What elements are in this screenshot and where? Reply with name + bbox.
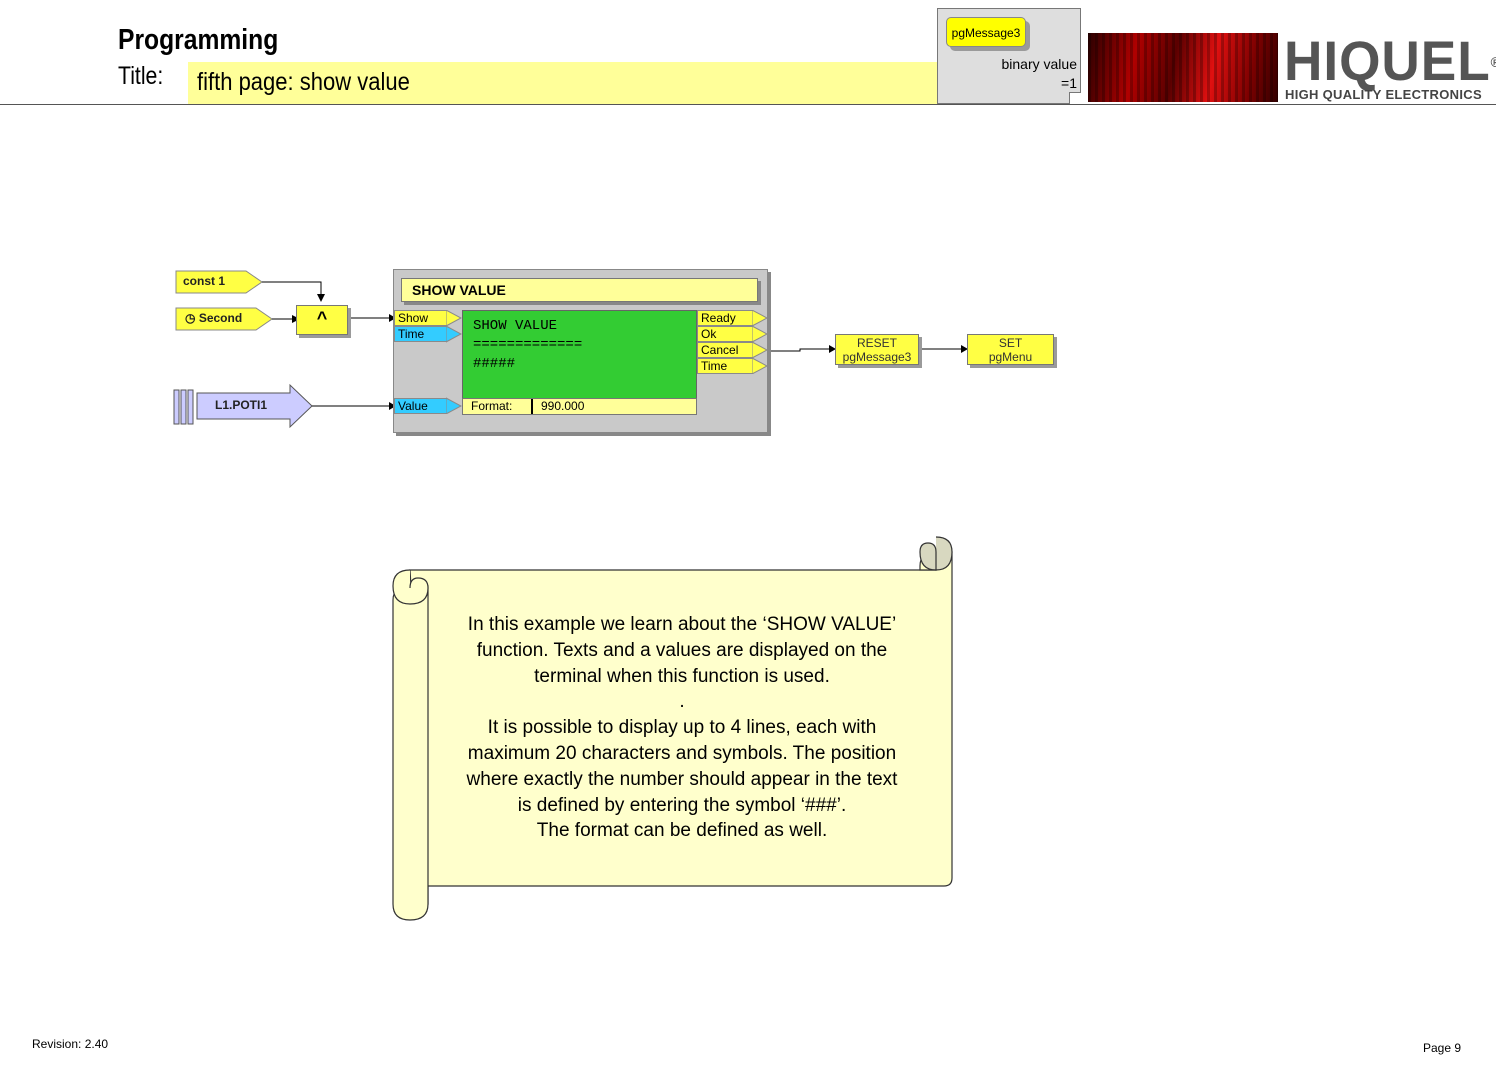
logo-wordmark: HIQUEL® — [1284, 28, 1496, 93]
page-title: fifth page: show value — [197, 68, 410, 96]
arrow-const-and — [317, 294, 325, 302]
output-time[interactable]: Time — [697, 358, 753, 374]
revision-label: Revision: 2.40 — [32, 1037, 109, 1051]
output-ok[interactable]: Ok — [697, 326, 753, 342]
format-label: Format: — [471, 399, 513, 413]
logo-name: HIQUEL — [1284, 29, 1491, 92]
description-note: In this example we learn about the ‘SHOW… — [432, 612, 932, 844]
binary-value-line2: =1 — [1061, 75, 1077, 91]
page-number: Page 9 — [1423, 1041, 1462, 1055]
block-title: SHOW VALUE — [401, 278, 758, 302]
input-value[interactable]: Value — [394, 398, 447, 414]
section-heading: Programming — [118, 24, 279, 56]
registered-mark: ® — [1491, 54, 1496, 70]
title-label: Title: — [118, 62, 164, 90]
input-show[interactable]: Show — [394, 310, 447, 326]
arrow-and-show — [389, 314, 396, 322]
const-tag-shape — [175, 270, 263, 294]
second-input[interactable]: ◷ Second — [185, 311, 242, 325]
output-pin-tips — [752, 310, 768, 374]
note-line: is defined by entering the symbol ‘###’. — [517, 794, 847, 816]
note-line: In this example we learn about the ‘SHOW… — [467, 614, 897, 635]
clock-icon: ◷ — [185, 311, 196, 325]
note-line: It is possible to display up to 4 lines,… — [487, 717, 877, 739]
format-row[interactable]: Format: 990.000 — [462, 398, 697, 415]
scroll-shape — [392, 536, 953, 921]
format-value: 990.000 — [541, 399, 585, 413]
const-1-label[interactable]: const 1 — [183, 274, 226, 288]
reset-target: pgMessage3 — [842, 350, 912, 364]
set-label: SET — [998, 336, 1023, 350]
arrow-out-reset — [829, 345, 836, 353]
reset-pgmessage3-block[interactable]: RESET pgMessage3 — [835, 334, 919, 365]
poti-bar-1 — [173, 389, 180, 425]
reset-label: RESET — [856, 336, 897, 350]
poti-label[interactable]: L1.POTI1 — [215, 398, 268, 412]
logo-tagline: HIGH QUALITY ELECTRONICS — [1285, 87, 1482, 102]
set-pgmenu-block[interactable]: SET pgMenu — [967, 334, 1054, 365]
title-bar[interactable] — [188, 62, 938, 104]
format-divider — [531, 399, 533, 414]
note-line: where exactly the number should appear i… — [466, 768, 898, 790]
wire-const-and — [262, 281, 322, 298]
output-ready[interactable]: Ready — [697, 310, 753, 326]
arrow-reset-set — [961, 345, 968, 353]
display-preview[interactable]: SHOW VALUE ============= ##### — [462, 310, 697, 400]
note-fold-corner — [1069, 92, 1081, 104]
logo-image — [1088, 33, 1278, 102]
pgmessage3-chip[interactable]: pgMessage3 — [946, 17, 1026, 47]
header-divider — [0, 104, 1496, 105]
second-tag-shape — [175, 307, 273, 331]
input-time[interactable]: Time — [394, 326, 447, 342]
second-label: Second — [198, 311, 243, 325]
note-line: maximum 20 characters and symbols. The p… — [467, 742, 897, 764]
note-line: function. Texts and a values are display… — [476, 639, 888, 661]
note-line: . — [679, 691, 685, 713]
output-cancel[interactable]: Cancel — [697, 342, 753, 358]
arrow-poti-value — [389, 402, 396, 410]
note-line: terminal when this function is used. — [534, 665, 830, 687]
poti-bar-2 — [180, 389, 187, 425]
note-line: The format can be defined as well. — [536, 820, 828, 842]
wire-out-reset — [770, 348, 834, 352]
binary-value-text: binary value =1 — [960, 55, 1078, 93]
binary-value-line1: binary value — [1001, 56, 1078, 72]
and-gate[interactable]: ^ — [296, 305, 348, 335]
input-pin-tips — [446, 310, 462, 414]
poti-arrow-shape — [196, 383, 313, 429]
set-target: pgMenu — [988, 350, 1033, 364]
poti-bar-3 — [187, 389, 194, 425]
